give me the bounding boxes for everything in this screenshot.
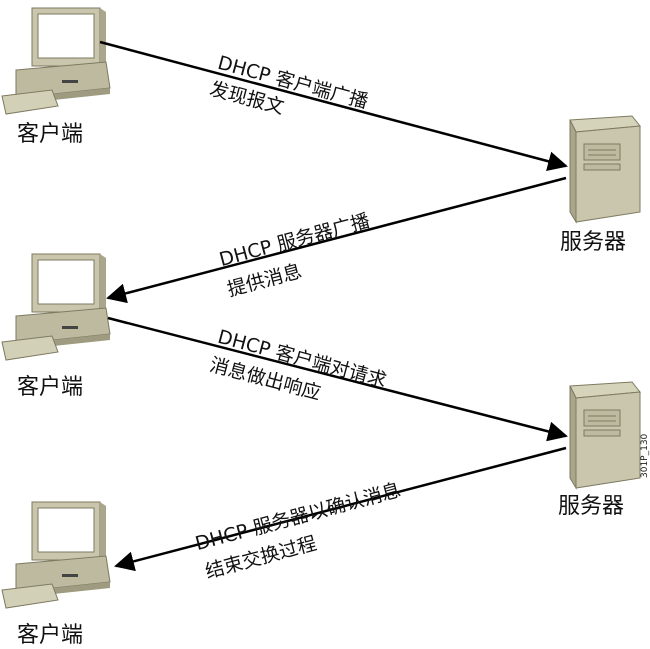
arrow-discover [99, 40, 568, 172]
server-label: 服务器 [558, 494, 625, 519]
arrow-offer [106, 176, 567, 304]
client-label: 客户端 [17, 623, 84, 648]
server-icon [569, 381, 641, 489]
arrow-request [107, 316, 568, 442]
server-label: 服务器 [560, 230, 627, 255]
figure-id: 301P_130 [640, 433, 650, 478]
arrow-ack [114, 446, 567, 572]
client-computer-icon [1, 253, 111, 361]
client-computer-icon [1, 501, 111, 609]
server-icon [569, 115, 641, 223]
client-label: 客户端 [17, 375, 84, 400]
client-label: 客户端 [17, 122, 84, 147]
client-computer-icon [1, 7, 111, 115]
